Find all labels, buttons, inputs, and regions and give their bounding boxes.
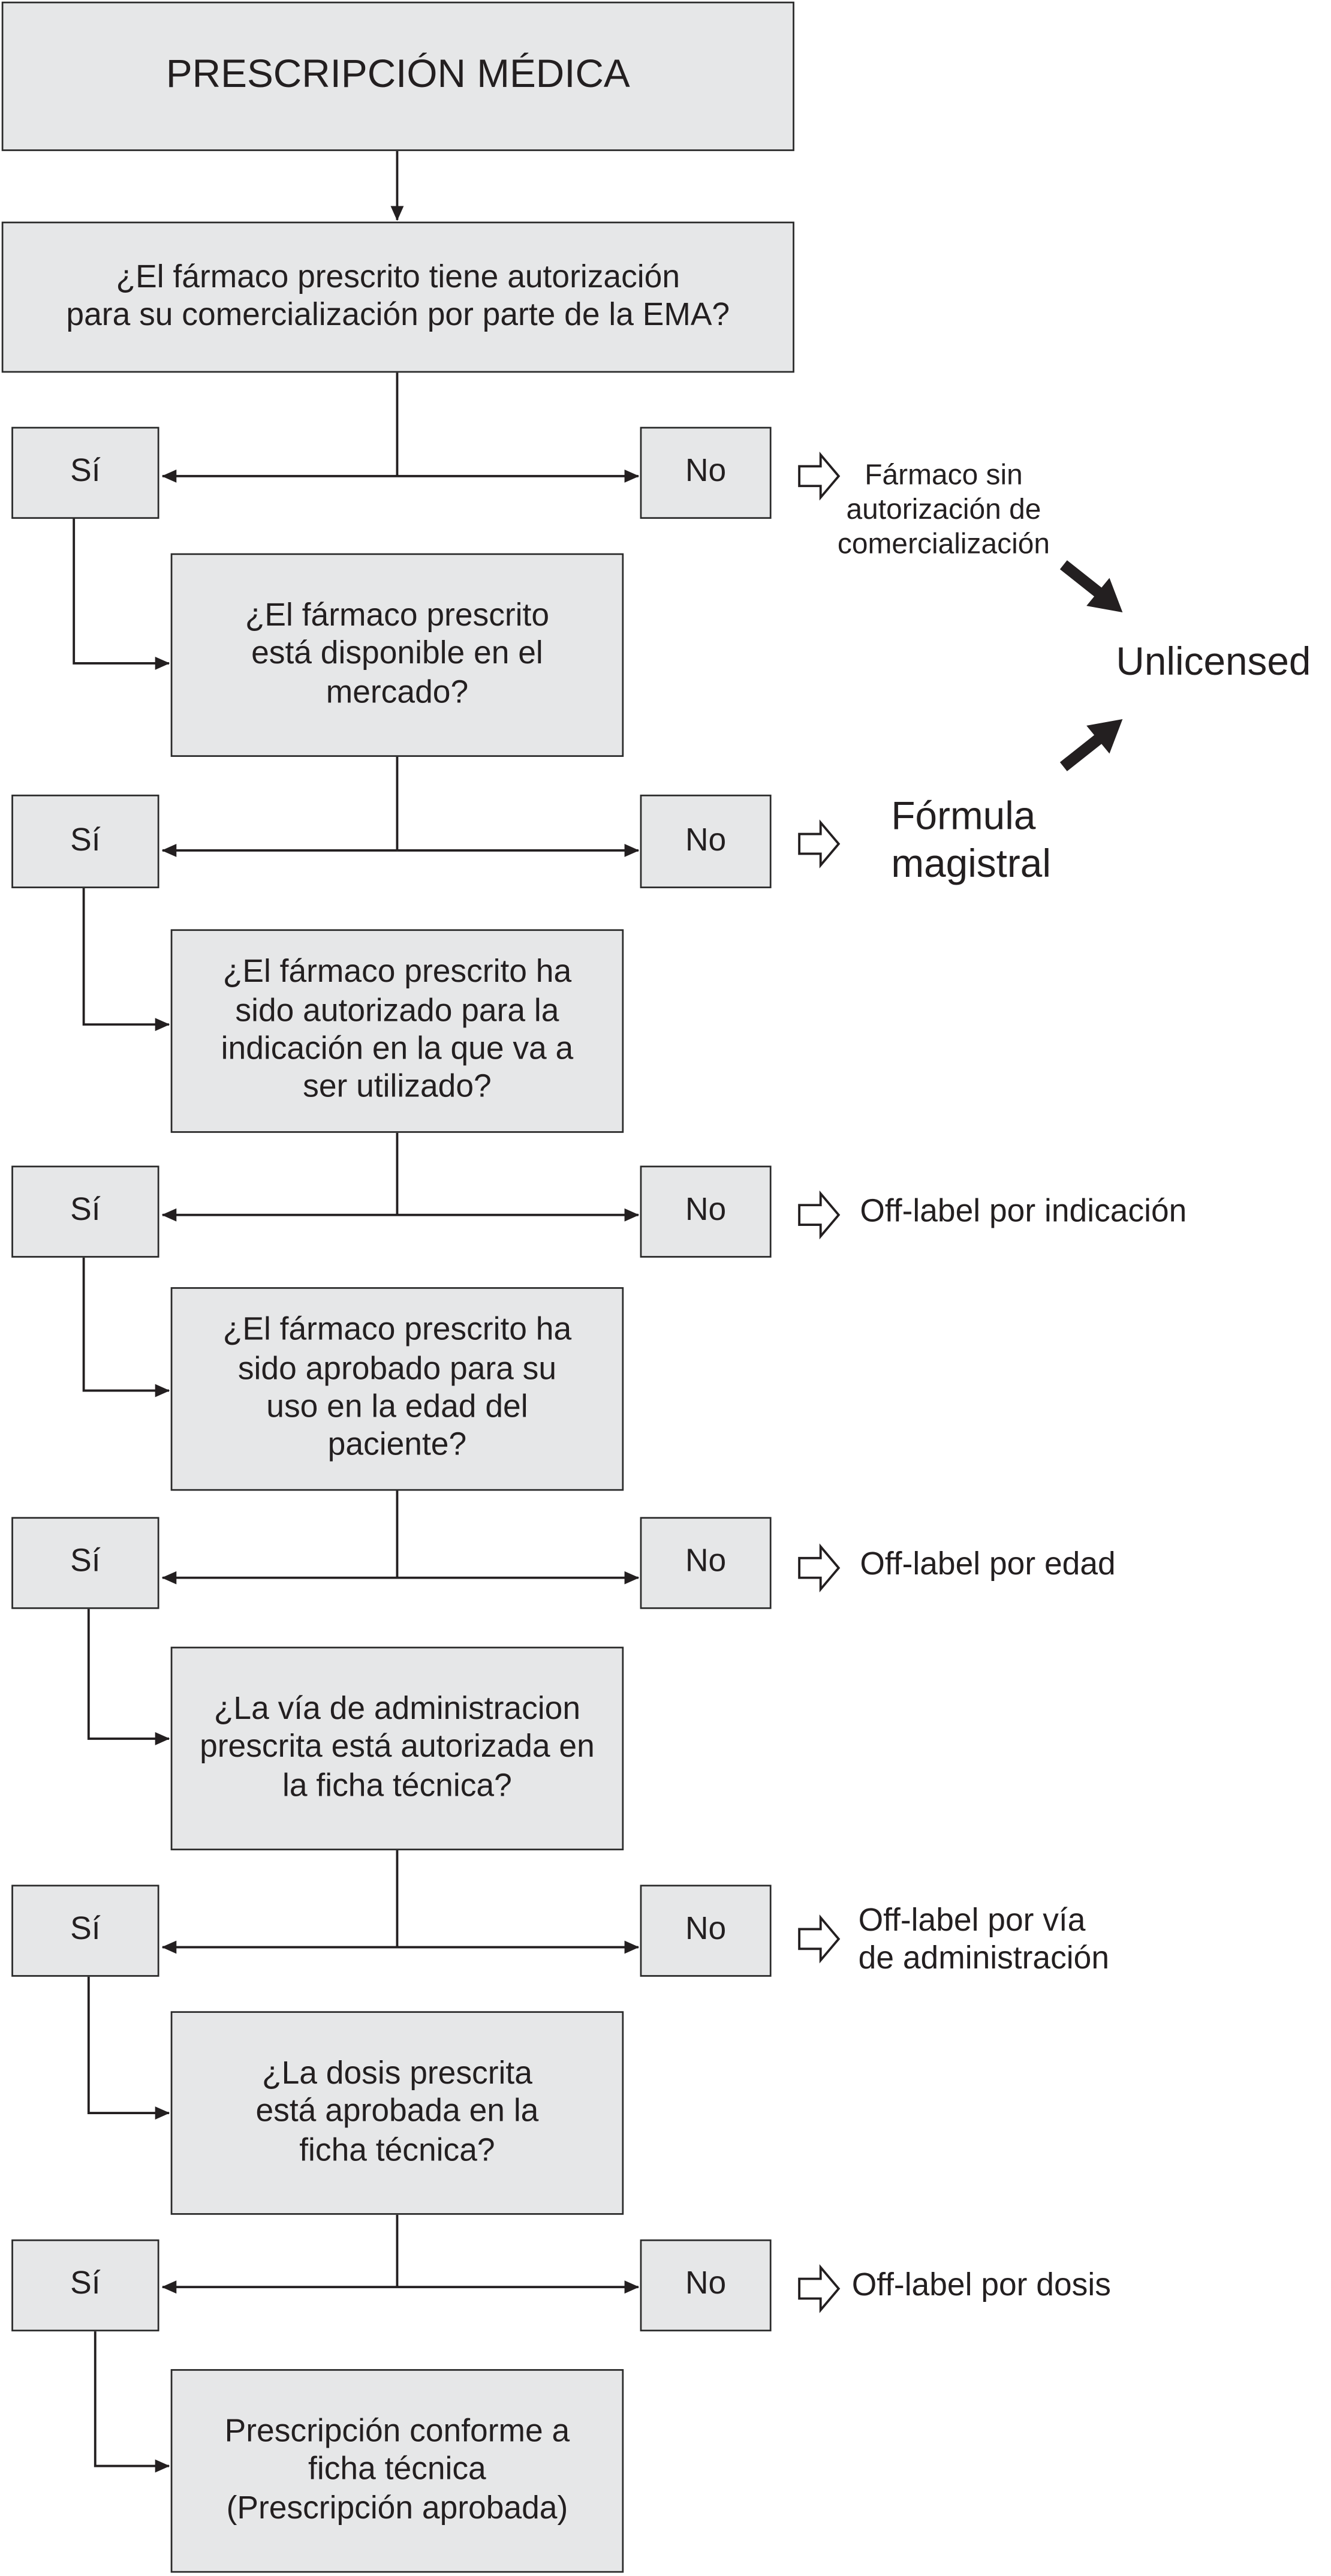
no-box: No	[640, 1884, 772, 1977]
no-box: No	[640, 2239, 772, 2332]
question-ema-authorization: ¿El fármaco prescrito tiene autorización…	[1, 221, 794, 373]
final-approved-box: Prescripción conforme a ficha técnica (P…	[170, 2369, 624, 2573]
no-box: No	[640, 426, 772, 519]
no-box: No	[640, 1165, 772, 1258]
outcome-arrow-icon	[798, 452, 841, 501]
outcome-arrow-icon	[798, 819, 841, 868]
yes-box: Sí	[11, 794, 159, 888]
no-box: No	[640, 794, 772, 888]
yes-box: Sí	[11, 426, 159, 519]
question-market-availability: ¿El fármaco prescrito está disponible en…	[170, 553, 624, 757]
question-dose: ¿La dosis prescrita está aprobada en la …	[170, 2011, 624, 2215]
outcome-arrow-icon	[798, 1543, 841, 1593]
unlicensed-label: Unlicensed	[1116, 640, 1311, 685]
yes-box: Sí	[11, 2239, 159, 2332]
outcome-arrow-icon	[798, 1190, 841, 1240]
outcome-arrow-icon	[798, 1914, 841, 1964]
yes-box: Sí	[11, 1165, 159, 1258]
outcome-off-label-route: Off-label por vía de administración	[858, 1902, 1110, 1977]
bold-arrow-icon	[1086, 578, 1123, 613]
outcome-arrow-icon	[798, 2264, 841, 2313]
question-patient-age: ¿El fármaco prescrito ha sido aprobado p…	[170, 1287, 624, 1491]
question-route: ¿La vía de administracion prescrita está…	[170, 1646, 624, 1851]
no-box: No	[640, 1517, 772, 1609]
outcome-off-label-indication: Off-label por indicación	[860, 1194, 1187, 1230]
yes-box: Sí	[11, 1884, 159, 1977]
outcome-magistral-formula: Fórmula magistral	[891, 794, 1051, 886]
bold-arrow-icon	[1086, 719, 1123, 754]
title-box: PRESCRIPCIÓN MÉDICA	[1, 1, 794, 151]
outcome-no-authorization: Fármaco sin autorización de comercializa…	[837, 458, 1050, 560]
yes-box: Sí	[11, 1517, 159, 1609]
question-indication: ¿El fármaco prescrito ha sido autorizado…	[170, 929, 624, 1133]
outcome-off-label-age: Off-label por edad	[860, 1546, 1116, 1583]
outcome-off-label-dose: Off-label por dosis	[851, 2267, 1111, 2304]
